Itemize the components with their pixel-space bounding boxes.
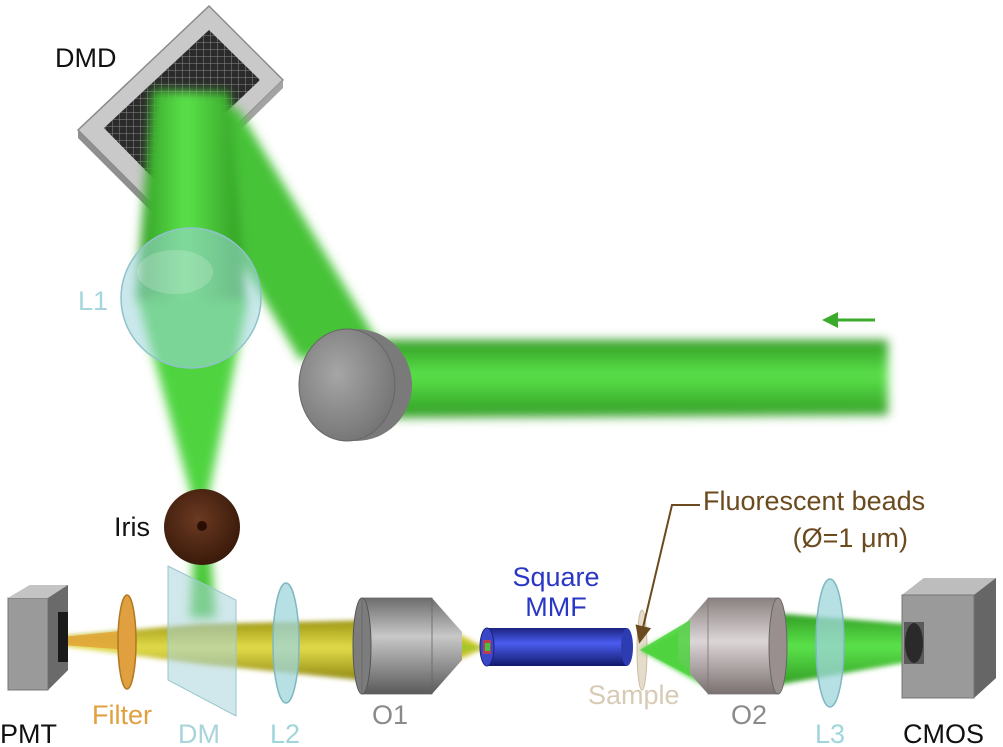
objective-o1 [352, 597, 462, 695]
laser-beams [136, 90, 888, 618]
pmt-detector [7, 585, 68, 691]
cmos-camera [901, 578, 996, 699]
label-l2: L2 [270, 719, 300, 747]
label-cmos: CMOS [903, 719, 984, 747]
iris [164, 489, 240, 565]
label-dm: DM [178, 719, 220, 747]
label-l3: L3 [815, 719, 845, 747]
label-pmt: PMT [0, 719, 57, 747]
objective-o2 [640, 597, 788, 695]
pmt-beam [62, 630, 130, 650]
label-fluorescent-beads: Fluorescent beads [703, 486, 925, 516]
label-l1: L1 [78, 286, 108, 316]
filter [117, 594, 137, 690]
lens-l3 [815, 578, 845, 708]
label-o2: O2 [731, 700, 767, 730]
lens-l2 [272, 582, 300, 704]
label-bead-size: (Ø=1 μm) [793, 523, 908, 553]
label-filter: Filter [92, 700, 152, 730]
dichroic-mirror [167, 565, 237, 717]
square-mmf-fiber [479, 627, 633, 667]
label-square: Square [512, 562, 599, 592]
label-dmd: DMD [55, 43, 117, 73]
lens-l1 [120, 227, 262, 369]
beam-direction-arrow [822, 312, 875, 328]
steering-mirror [298, 328, 412, 442]
label-iris: Iris [114, 512, 150, 542]
label-o1: O1 [372, 700, 408, 730]
label-mmf: MMF [525, 592, 586, 622]
beads-callout [635, 504, 700, 644]
label-sample: Sample [588, 680, 680, 710]
